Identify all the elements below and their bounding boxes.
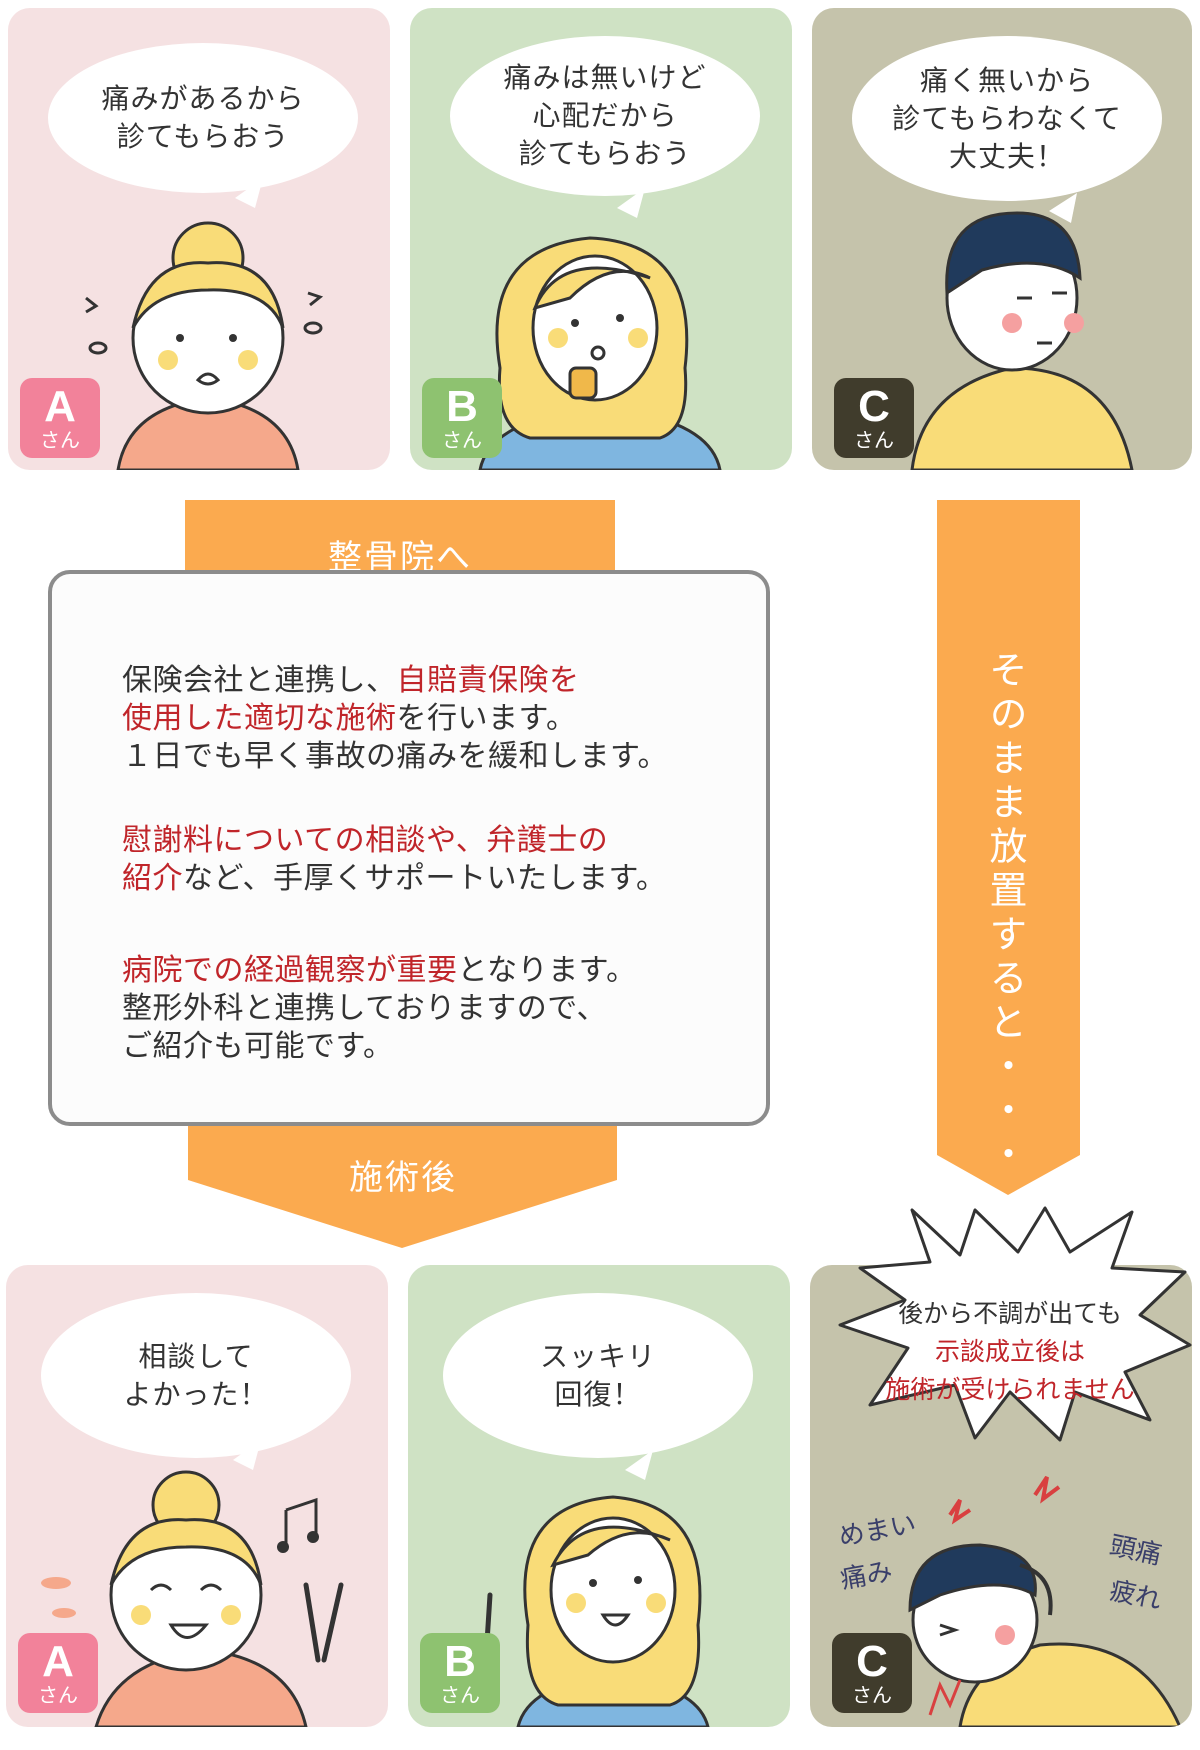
panel-c-before: 痛く無いから 診てもらわなくて 大丈夫！ C さん <box>812 8 1192 470</box>
panel-a-after: 相談して よかった！ A さん <box>6 1265 388 1727</box>
speech-text: 痛みは無いけど 心配だから 診てもらおう <box>503 61 707 170</box>
badge-c: C さん <box>832 1633 912 1713</box>
speech-bubble: 痛みがあるから 診てもらおう <box>48 43 358 193</box>
speech-bubble: 痛みは無いけど 心配だから 診てもらおう <box>450 36 760 196</box>
badge-suffix: さん <box>38 1683 78 1707</box>
badge-suffix: さん <box>442 428 482 452</box>
arrow-after-label: 施術後 <box>349 1158 457 1198</box>
badge-suffix: さん <box>852 1683 892 1707</box>
badge-a: A さん <box>20 378 100 458</box>
badge-b: B さん <box>420 1633 500 1713</box>
speech-bubble: スッキリ 回復！ <box>443 1293 753 1458</box>
info-paragraph-insurance: 保険会社と連携し、自賠責保険を 使用した適切な施術を行います。 １日でも早く事故… <box>122 662 668 776</box>
info-highlight: 自賠責保険を <box>396 663 580 698</box>
info-highlight: 病院での経過観察が重要 <box>122 953 458 988</box>
person-c-in-pain-illustration <box>908 1475 1182 1727</box>
badge-letter: B <box>446 382 478 431</box>
warning-highlight: 施術が受けられません <box>885 1375 1135 1404</box>
info-text: 保険会社と連携し、 <box>122 663 397 698</box>
badge-letter: A <box>42 1637 74 1686</box>
side-arrow-label: そのまま放置すると・・・ <box>983 650 1027 1178</box>
speech-text: 痛みがあるから 診てもらおう <box>101 82 305 153</box>
info-highlight: 慰謝料についての相談や、弁護士の <box>122 823 609 858</box>
badge-letter: B <box>444 1637 476 1686</box>
badge-suffix: さん <box>854 428 894 452</box>
badge-a: A さん <box>18 1633 98 1713</box>
info-text: 整形外科と連携しておりますので、 <box>122 991 607 1026</box>
info-paragraph-support: 慰謝料についての相談や、弁護士の 紹介など、手厚くサポートいたします。 <box>122 822 667 898</box>
badge-letter: C <box>858 382 890 431</box>
info-text: など、手厚くサポートいたします。 <box>183 861 667 896</box>
speech-text: 相談して よかった！ <box>123 1339 269 1411</box>
panel-a-before: 痛みがあるから 診てもらおう A さん <box>8 8 390 470</box>
info-text: ご紹介も可能です。 <box>122 1029 394 1064</box>
badge-c: C さん <box>834 378 914 458</box>
person-c-careless-illustration <box>910 193 1134 470</box>
panel-b-before: 痛みは無いけど 心配だから 診てもらおう B さん <box>410 8 792 470</box>
badge-letter: C <box>856 1637 888 1686</box>
speech-bubble: 相談して よかった！ <box>41 1293 351 1458</box>
badge-suffix: さん <box>440 1683 480 1707</box>
info-paragraph-hospital: 病院での経過観察が重要となります。 整形外科と連携しておりますので、 ご紹介も可… <box>122 952 637 1066</box>
badge-b: B さん <box>422 378 502 458</box>
clinic-info-box: 保険会社と連携し、自賠責保険を 使用した適切な施術を行います。 １日でも早く事故… <box>48 570 770 1126</box>
person-a-happy-illustration <box>41 1440 344 1727</box>
panel-b-after: スッキリ 回復！ B さん <box>408 1265 790 1727</box>
warning-line: 後から不調が出ても <box>898 1299 1122 1328</box>
badge-suffix: さん <box>40 428 80 452</box>
info-highlight: 使用した適切な施術 <box>122 701 397 736</box>
warning-highlight: 示談成立後は <box>934 1337 1085 1366</box>
info-highlight: 紹介 <box>122 861 183 896</box>
speech-bubble: 痛く無いから 診てもらわなくて 大丈夫！ <box>852 36 1162 201</box>
speech-text: 痛く無いから 診てもらわなくて 大丈夫！ <box>892 63 1122 173</box>
badge-letter: A <box>44 382 76 431</box>
info-text: となります。 <box>457 953 637 988</box>
warning-text: 後から不調が出ても 示談成立後は 施術が受けられません <box>860 1295 1160 1409</box>
person-a-worried-illustration <box>85 178 324 470</box>
info-text: を行います。 <box>396 701 577 736</box>
speech-text: スッキリ 回復！ <box>539 1339 656 1411</box>
info-text: １日でも早く事故の痛みを緩和します。 <box>122 739 668 774</box>
person-b-recovered-illustration <box>480 1450 710 1727</box>
